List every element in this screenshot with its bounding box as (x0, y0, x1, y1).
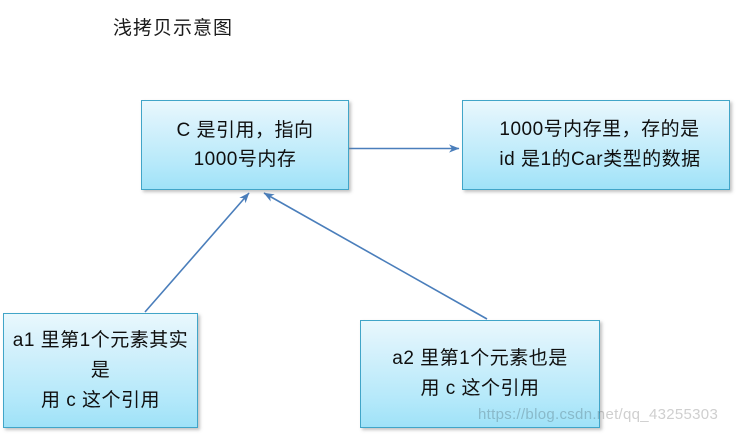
node-array-a1: a1 里第1个元素其实是 用 c 这个引用 (3, 313, 198, 428)
watermark-text: https://blog.csdn.net/qq_43255303 (478, 406, 719, 423)
node-array-a2: a2 里第1个元素也是 用 c 这个引用 (360, 320, 600, 428)
arrow-a1-to-c (144, 192, 250, 313)
node-memory-1000-label: 1000号内存里，存的是 id 是1的Car类型的数据 (499, 119, 701, 170)
node-reference-c-label: C 是引用，指向 1000号内存 (176, 120, 314, 170)
node-reference-c: C 是引用，指向 1000号内存 (141, 100, 349, 190)
node-memory-1000: 1000号内存里，存的是 id 是1的Car类型的数据 (462, 100, 730, 190)
page-title: 浅拷贝示意图 (113, 18, 234, 39)
node-array-a1-label: a1 里第1个元素其实是 用 c 这个引用 (12, 329, 189, 411)
arrow-a2-to-c (263, 192, 488, 320)
node-array-a2-label: a2 里第1个元素也是 用 c 这个引用 (392, 348, 568, 399)
